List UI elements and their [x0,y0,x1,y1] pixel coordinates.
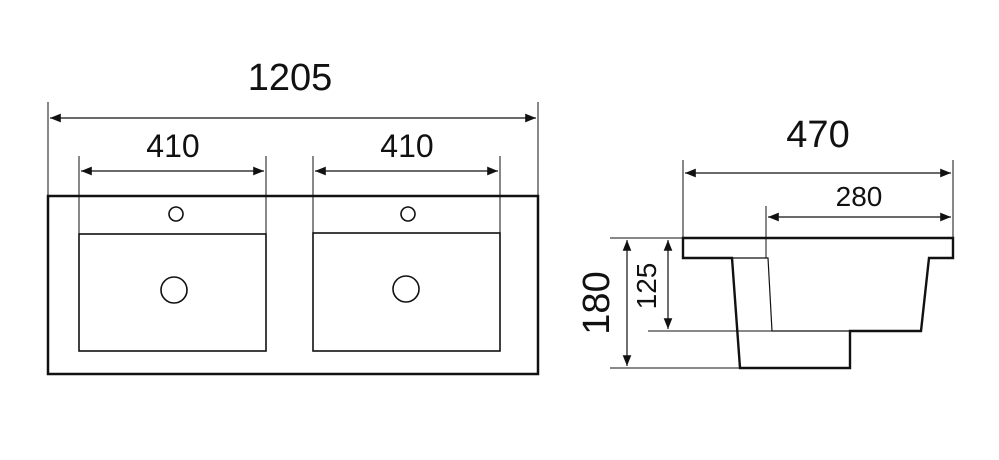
bowl-inner-line [732,257,850,332]
total-height-label: 180 [576,271,618,334]
basin-section-profile [681,236,955,370]
depth-label: 470 [786,114,849,156]
left-bowl-outline [78,233,267,352]
countertop-outline [46,194,540,376]
left-bowl-width-label: 410 [146,128,199,164]
bowl-depth-label: 280 [836,181,883,212]
right-bowl-outline [312,232,501,352]
left-faucet-hole-icon [168,206,184,222]
right-faucet-hole-icon [400,206,416,222]
bowl-height-label: 125 [631,263,662,310]
left-drain-icon [160,276,188,304]
overall-width-label: 1205 [248,57,333,99]
right-bowl-width-label: 410 [380,128,433,164]
side-view: 470 280 180 125 [576,114,955,370]
top-view: 1205 410 410 [46,57,540,376]
right-drain-icon [392,275,420,303]
